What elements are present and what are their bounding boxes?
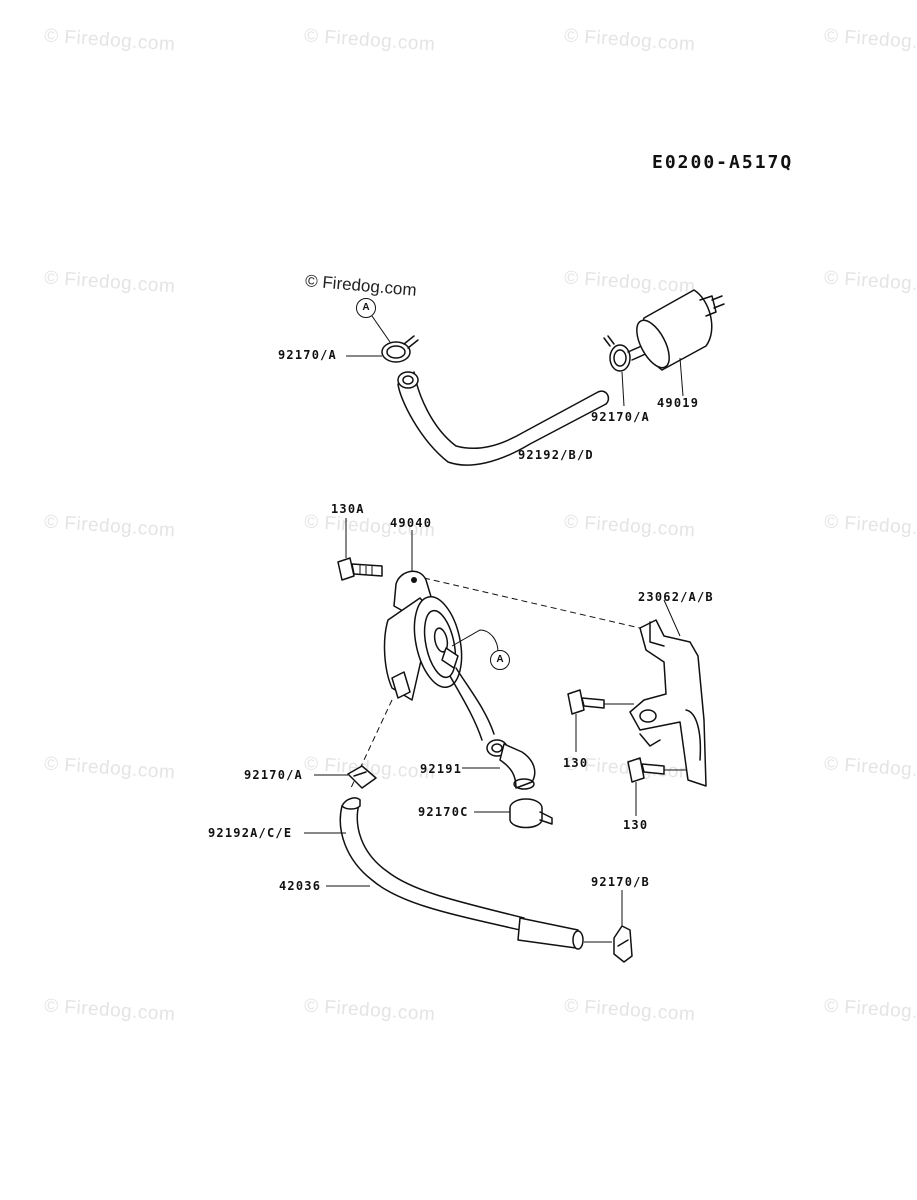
part-label-49019: 49019 [657, 396, 700, 410]
hose-lower-shape [304, 797, 584, 950]
reference-marker-a-top: A [356, 298, 376, 318]
clamp-b-shape [584, 890, 633, 963]
part-label-92170-a-lower: 92170/A [244, 768, 303, 782]
bracket-shape [629, 599, 707, 787]
diagram-code: E0200-A517Q [652, 152, 794, 173]
fuel-pump-shape [383, 530, 499, 701]
part-label-92170-a-top-left: 92170/A [278, 348, 337, 362]
part-label-92192a-c-e: 92192A/C/E [208, 826, 293, 840]
part-label-42036: 42036 [279, 879, 322, 893]
part-label-49040: 49040 [390, 516, 433, 530]
clamp-top-right-shape [603, 335, 631, 407]
bolt-130-lower-shape [627, 757, 686, 816]
part-label-92170c: 92170C [418, 805, 469, 819]
part-label-92191: 92191 [420, 762, 463, 776]
hose-92191-shape [449, 667, 536, 790]
part-label-130-upper: 130 [563, 756, 589, 770]
clamp-c-shape [474, 798, 553, 829]
clamp-top-left-shape [346, 315, 419, 363]
fuel-filter-shape [627, 289, 725, 397]
part-label-130a: 130A [331, 502, 365, 516]
bolt-130a-shape [337, 518, 383, 581]
part-label-92170-a-top-right: 92170/A [591, 410, 650, 424]
hose-top-shape [397, 371, 610, 466]
alignment-line [423, 577, 641, 629]
part-label-92170-b: 92170/B [591, 875, 650, 889]
reference-marker-a-pump: A [490, 650, 510, 670]
part-label-92192-b-d: 92192/B/D [518, 448, 594, 462]
part-label-23062-a-b: 23062/A/B [638, 590, 714, 604]
bolt-130-upper-shape [567, 689, 634, 752]
clamp-lower-shape [314, 765, 377, 789]
part-label-130-lower: 130 [623, 818, 649, 832]
